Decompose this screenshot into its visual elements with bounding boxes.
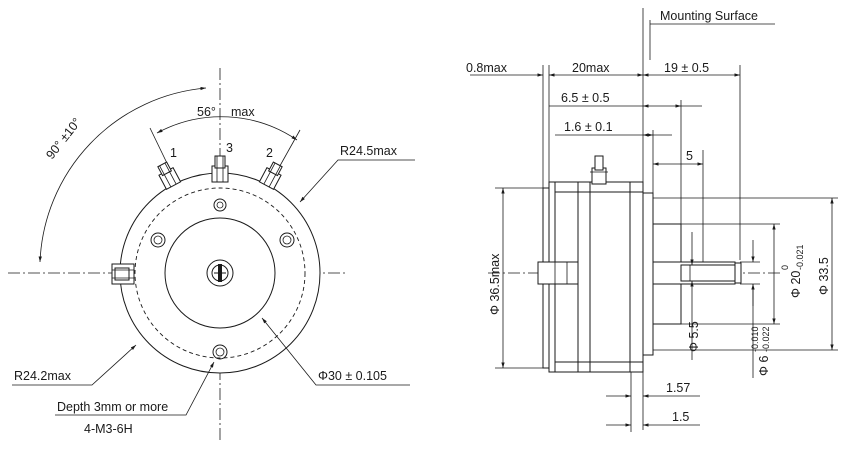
dim-6dia-tol-upper: -0.010 — [750, 326, 760, 352]
dim-19-label: 19 ± 0.5 — [664, 61, 709, 75]
r242-leader — [12, 344, 137, 386]
mount-note-leader — [55, 361, 215, 416]
dim-15-label: 1.5 — [672, 410, 689, 424]
r245-leader — [299, 159, 415, 203]
dim-5-label: 5 — [686, 149, 693, 163]
side-lug-view — [537, 261, 579, 285]
terminal-label-2: 2 — [266, 146, 273, 160]
front-view: 90° ±10° 56° max — [8, 68, 415, 440]
mount-hole-left — [150, 232, 166, 248]
shaft-end — [734, 262, 742, 284]
dim-6dia-tol-lower: -0.022 — [761, 326, 771, 352]
angle-56-suffix: max — [231, 105, 255, 119]
dim-365-label: Φ 36.5max — [488, 253, 502, 315]
mounting-surface-label: Mounting Surface — [660, 9, 758, 23]
phi30-label: Φ30 ± 0.105 — [318, 369, 387, 383]
inner-bore — [164, 217, 276, 329]
dim-20-label: 20max — [572, 61, 610, 75]
angle-90-arc — [38, 86, 207, 263]
hidden-ring — [134, 187, 306, 359]
terminal-3 — [211, 155, 229, 183]
dim-20dia-tol-upper: 0 — [780, 265, 790, 270]
terminal-1 — [157, 161, 182, 191]
side-view: Mounting Surface 0.8max 20max 19 ± 0.5 6… — [466, 8, 838, 432]
angle-56-arc — [156, 116, 298, 141]
phi30-leader — [261, 317, 410, 386]
terminal-label-1: 1 — [170, 146, 177, 160]
mount-note-line2: 4-M3-6H — [84, 422, 133, 436]
r242-label: R24.2max — [14, 369, 72, 383]
angle-56-label: 56° — [197, 105, 216, 119]
dim-08-label: 0.8max — [466, 61, 508, 75]
dim-157-label: 1.57 — [666, 381, 690, 395]
terminal-2 — [258, 161, 283, 191]
top-terminal-pin — [594, 155, 604, 171]
terminal-label-3: 3 — [226, 141, 233, 155]
r245-label: R24.5max — [340, 144, 398, 158]
mount-hole-bottom — [212, 344, 228, 360]
mount-hole-right — [279, 232, 295, 248]
shaft-tip — [680, 264, 736, 282]
shaft-outer — [206, 259, 234, 287]
side-lug — [111, 263, 135, 285]
shaft-key — [218, 264, 222, 282]
dim-335-label: Φ 33.5 — [817, 257, 831, 295]
dim-55-label: Φ 5.5 — [687, 321, 701, 352]
dim-6dia-label: Φ 6 — [757, 356, 771, 376]
dim-16-label: 1.6 ± 0.1 — [564, 120, 613, 134]
dim-20dia-label: Φ 20 — [789, 271, 803, 298]
dim-65-label: 6.5 ± 0.5 — [561, 91, 610, 105]
mount-note-line1: Depth 3mm or more — [57, 400, 168, 414]
flange — [642, 192, 654, 356]
mount-hole-top — [213, 198, 227, 212]
angle-90-label: 90° ±10° — [43, 115, 84, 162]
dim-20dia-tol-lower: -0.021 — [795, 244, 805, 270]
